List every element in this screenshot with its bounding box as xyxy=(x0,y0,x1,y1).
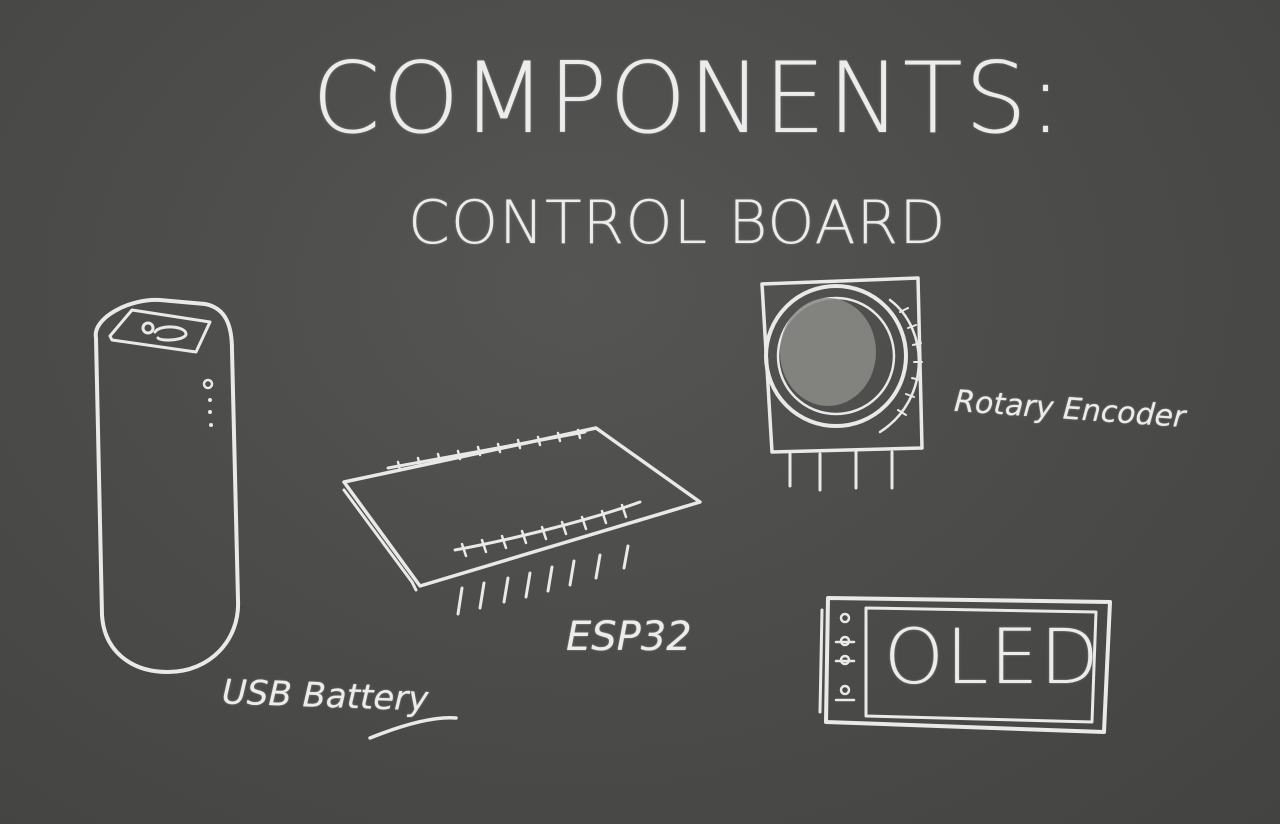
oled-module-drawing xyxy=(818,596,1112,734)
esp32-drawing xyxy=(342,426,702,616)
esp32-label: ESP32 xyxy=(566,614,692,660)
oled-screen-text: OLED xyxy=(884,612,1101,701)
knob-shading xyxy=(780,298,876,406)
battery-label: USB Battery xyxy=(221,672,430,720)
board-subtitle: CONTROL BOARD xyxy=(408,188,947,258)
board-title: COMPONENTS: xyxy=(312,42,1064,156)
usb-battery-drawing xyxy=(93,297,458,740)
rotary-encoder-drawing xyxy=(760,276,924,492)
